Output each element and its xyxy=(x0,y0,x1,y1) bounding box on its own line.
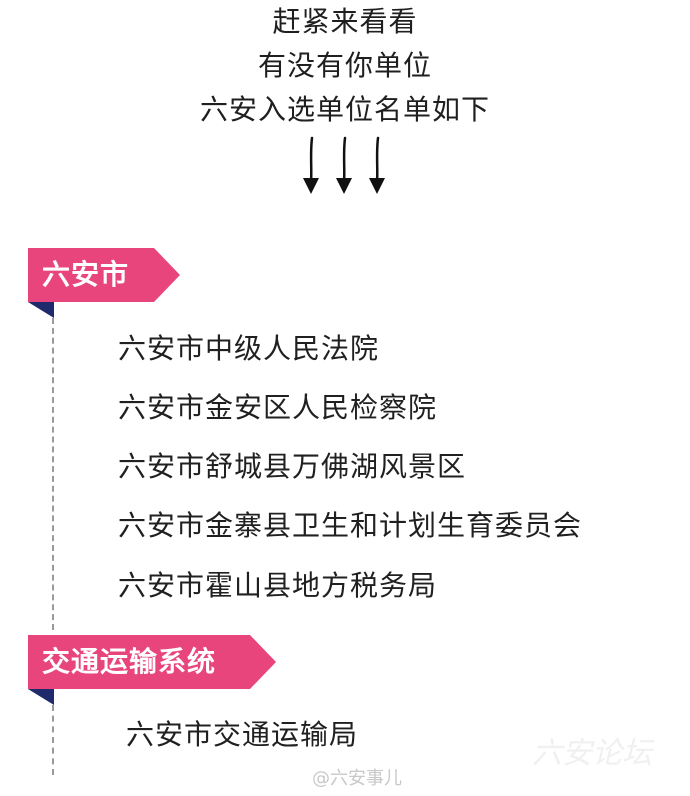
intro-line-1: 赶紧来看看 xyxy=(272,5,418,38)
ribbon-tip xyxy=(154,248,180,302)
list-item: 六安市中级人民法院 xyxy=(118,332,380,365)
ribbon-fold xyxy=(28,302,54,318)
ribbon-tip xyxy=(250,635,276,689)
list-item: 六安市金寨县卫生和计划生育委员会 xyxy=(118,509,583,542)
intro-line-3: 六安入选单位名单如下 xyxy=(199,93,490,126)
section-title: 六安市 xyxy=(28,248,154,302)
intro-line-2: 有没有你单位 xyxy=(257,49,432,82)
ribbon-fold xyxy=(28,689,54,705)
down-arrows-icon xyxy=(303,136,385,194)
site-watermark: 六安论坛 xyxy=(532,736,652,771)
timeline-dashed-line xyxy=(52,318,54,630)
list-item: 六安市金安区人民检察院 xyxy=(118,391,438,424)
section-title: 交通运输系统 xyxy=(28,635,250,689)
list-item: 六安市舒城县万佛湖风景区 xyxy=(118,450,467,483)
weibo-watermark: @六安事儿 xyxy=(312,768,402,789)
list-item: 六安市交通运输局 xyxy=(126,718,359,751)
timeline-dashed-line xyxy=(52,705,54,775)
list-item: 六安市霍山县地方税务局 xyxy=(118,569,438,602)
